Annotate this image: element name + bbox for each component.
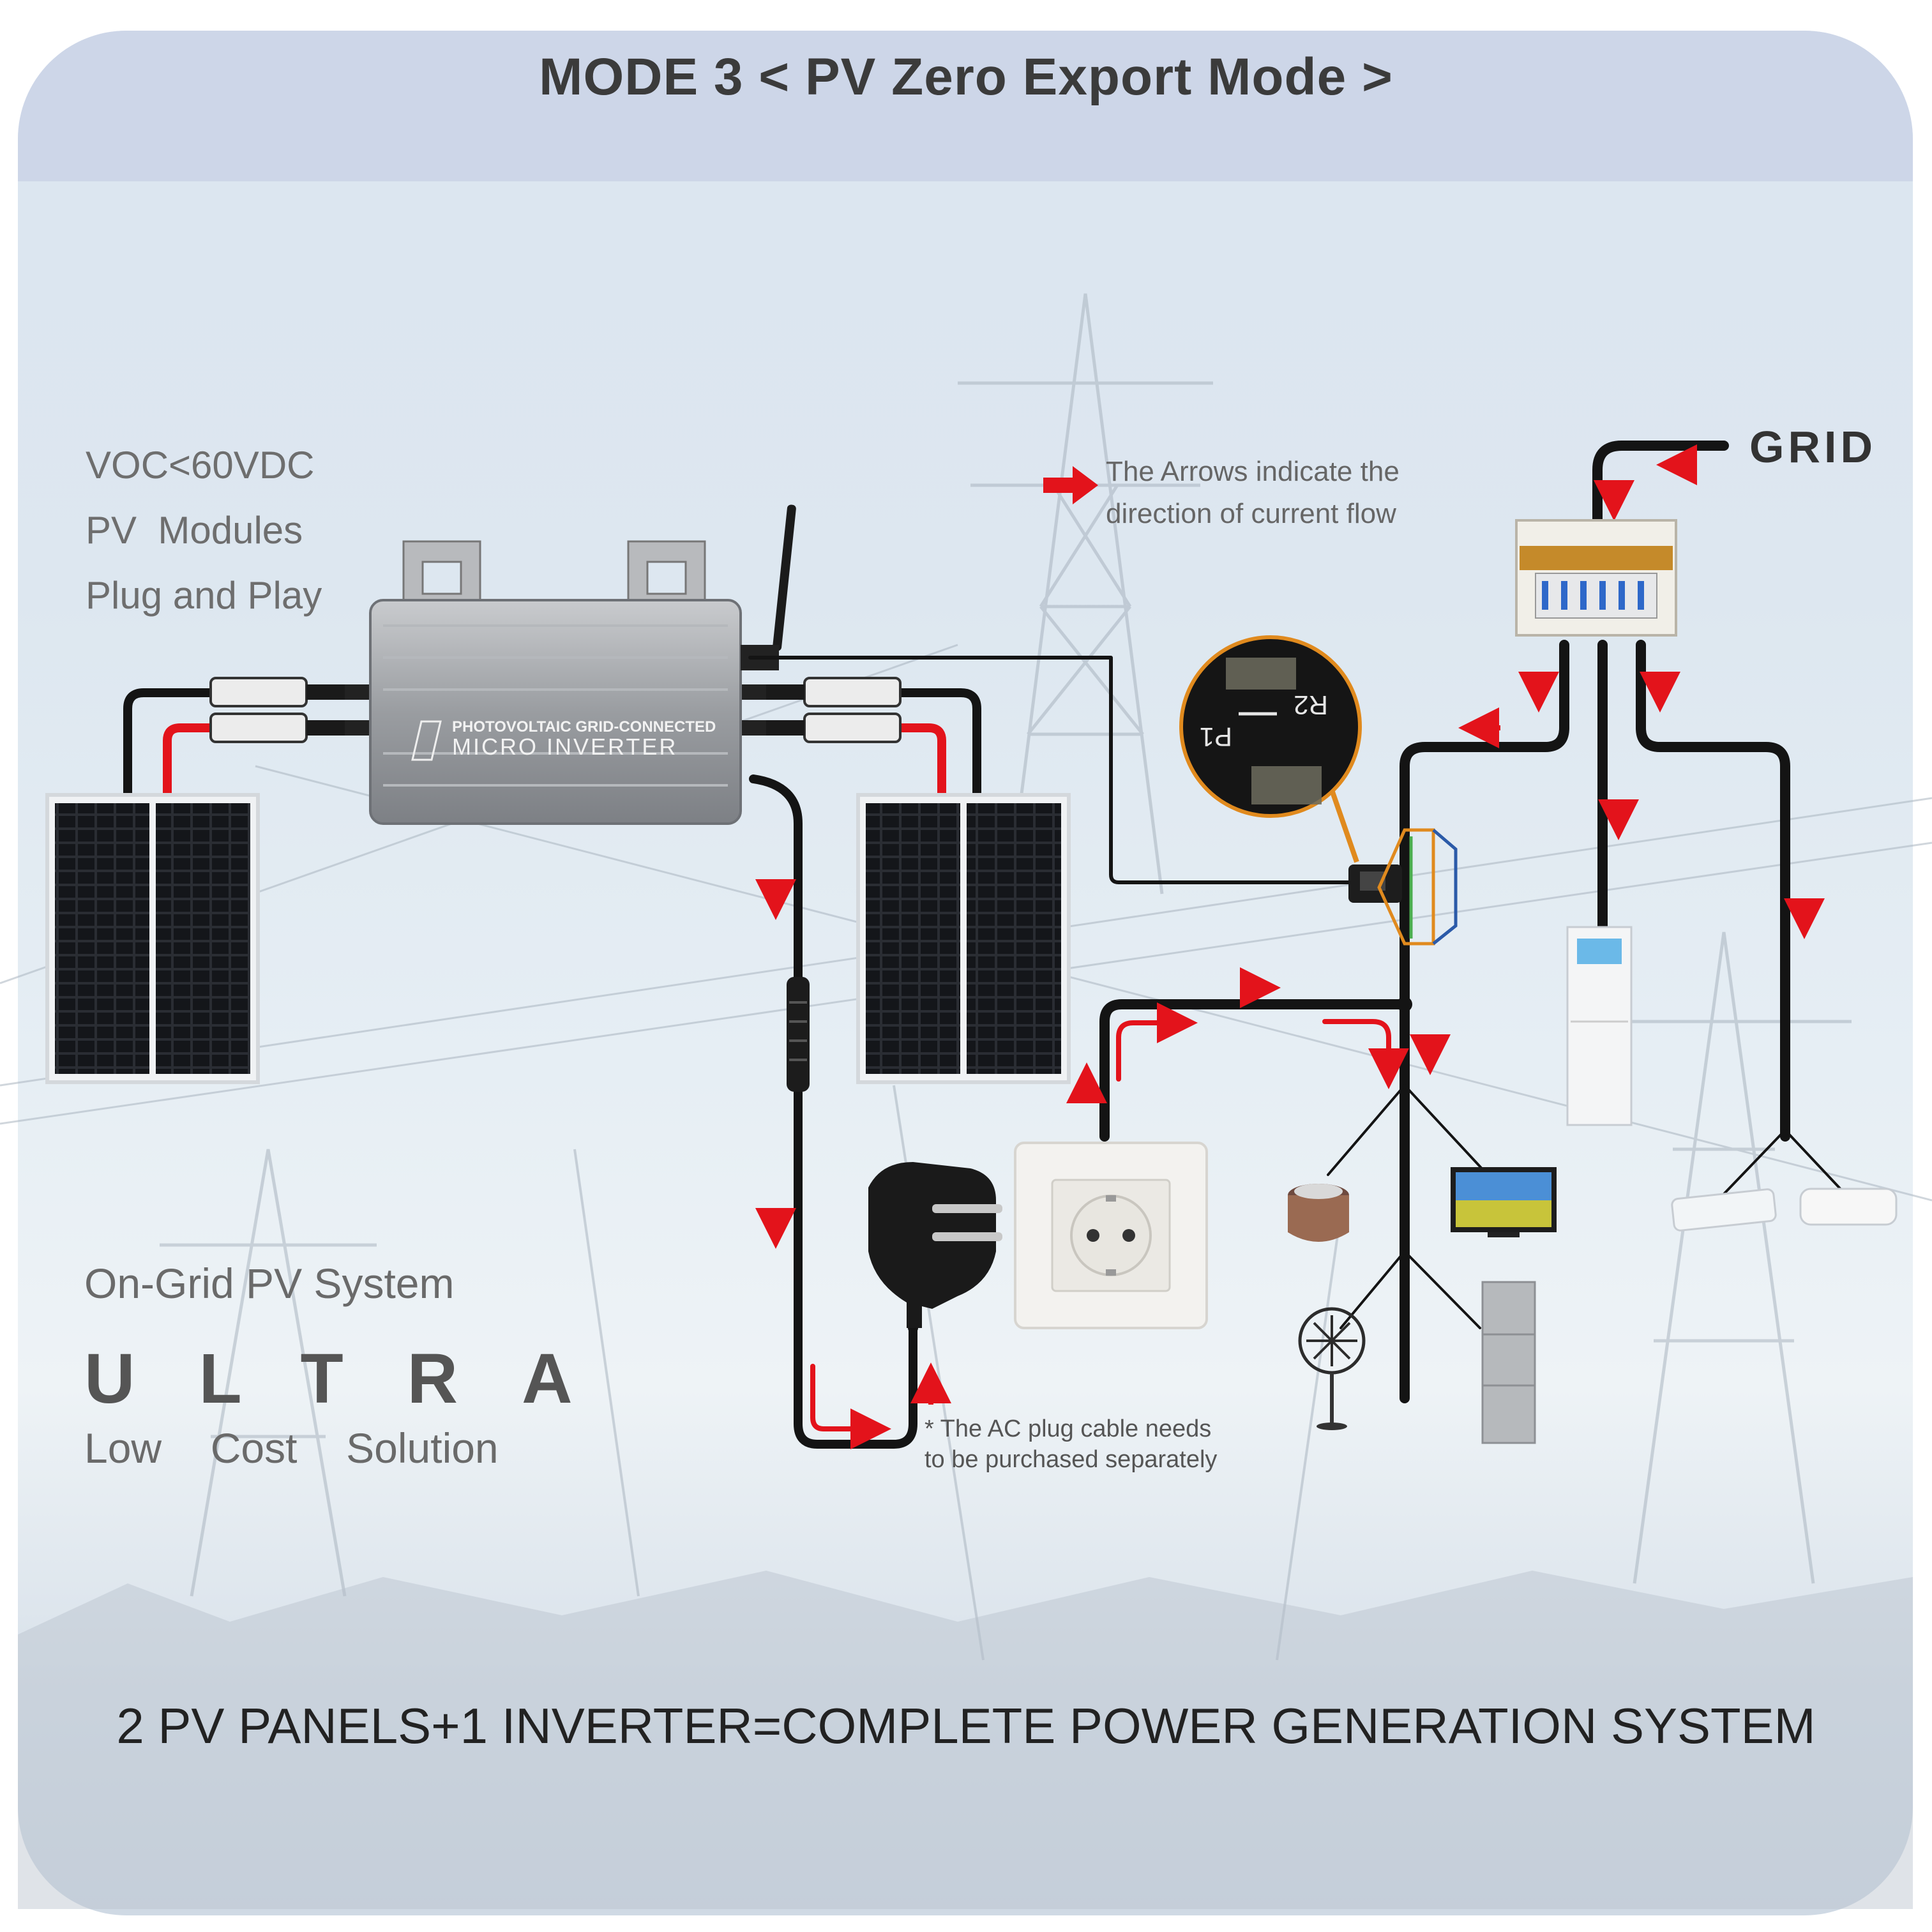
wall-socket	[1014, 1142, 1208, 1329]
dc-positive-cable-right	[896, 723, 946, 799]
inverter-label-line1: PHOTOVOLTAIC GRID-CONNECTED	[452, 718, 716, 736]
breaker-panel	[1515, 519, 1677, 637]
solar-panel-left	[45, 793, 260, 1084]
ct-label-p1: P1	[1200, 722, 1232, 752]
mc4-connector-right-bottom	[766, 713, 902, 743]
micro-inverter: PHOTOVOLTAIC GRID-CONNECTED MICRO INVERT…	[369, 504, 796, 825]
solar-logo-icon	[411, 720, 442, 761]
mounting-bracket-right	[627, 540, 706, 608]
flow-direction-arrows	[755, 444, 1825, 1405]
standing-fan	[1298, 1307, 1366, 1430]
appliance-branches	[1327, 1084, 1846, 1329]
bottom-tagline: 2 PV PANELS+1 INVERTER=COMPLETE POWER GE…	[116, 1698, 1816, 1754]
ac-plug	[868, 1162, 1002, 1328]
mounting-bracket-left	[402, 540, 481, 608]
mc4-connector-left-top	[209, 677, 345, 707]
legend-arrow-icon	[1043, 466, 1098, 504]
junction-node	[1397, 997, 1412, 1012]
solar-panel-right	[856, 793, 1071, 1084]
ct-clamp-outline	[1377, 828, 1435, 946]
mc4-connector-left-bottom	[209, 713, 345, 743]
television	[1451, 1167, 1557, 1237]
page-title: MODE 3 < PV Zero Export Mode >	[539, 48, 1393, 106]
title-band	[18, 31, 1913, 181]
legend-text: The Arrows indicate the direction of cur…	[1106, 456, 1400, 529]
highlighted-flow-paths	[810, 1002, 1409, 1449]
inverter-label-line2: MICRO INVERTER	[452, 734, 677, 760]
ct-sensor-magnifier: P1 R2	[1179, 635, 1362, 863]
mc4-connector-right-top	[766, 677, 902, 707]
dc-cables	[123, 688, 981, 799]
dc-positive-cable-left	[163, 723, 215, 799]
split-air-conditioner	[1671, 1188, 1898, 1232]
grid-label: GRID	[1749, 422, 1876, 472]
ultra-label: ULTRA	[84, 1340, 637, 1418]
ground-silhouette	[18, 1571, 1913, 1909]
ct-label-r2: R2	[1294, 690, 1328, 720]
ac-inline-connector	[787, 977, 810, 1092]
rice-cooker	[1288, 1184, 1349, 1242]
ct-signal-wire	[748, 656, 1362, 884]
ct-sensor	[1348, 828, 1458, 946]
mc4-connectors	[209, 677, 902, 743]
dc-negative-cable-right	[896, 688, 981, 799]
refrigerator	[1481, 1281, 1536, 1444]
floor-air-conditioner	[1566, 926, 1633, 1126]
grid-cable	[1592, 441, 1729, 525]
socket-feed	[1099, 999, 1410, 1142]
wifi-antenna	[773, 504, 796, 651]
feature-voc: VOC<60VDC	[86, 444, 315, 487]
low-cost-label: Low Cost Solution	[84, 1424, 499, 1472]
ac-output-cable	[749, 774, 917, 1449]
feed-to-split-ac	[1636, 640, 1790, 1142]
dc-negative-cable-left	[123, 688, 215, 799]
plug-cable-note: * The AC plug cable needs to be purchase…	[924, 1415, 1218, 1473]
ac-cables	[748, 441, 1846, 1449]
on-grid-label: On-Grid PV System	[84, 1260, 455, 1307]
feature-pv-modules: PV Modules	[86, 509, 303, 552]
feature-plug-and-play: Plug and Play	[86, 574, 322, 617]
